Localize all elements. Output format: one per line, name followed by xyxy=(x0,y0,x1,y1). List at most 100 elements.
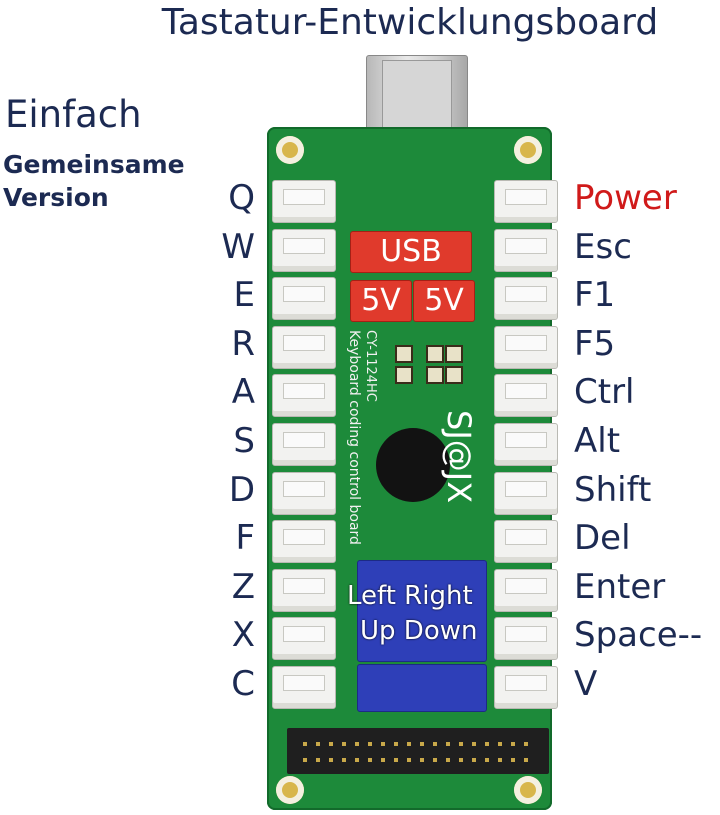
left-button-connector xyxy=(272,617,336,661)
left-button-connector xyxy=(272,374,336,418)
header-pin-icon xyxy=(524,758,528,762)
header-pin-icon xyxy=(303,742,307,746)
header-pin-icon xyxy=(524,742,528,746)
right-button-connector xyxy=(494,617,558,661)
pin-header xyxy=(287,728,549,774)
left-button-connector xyxy=(272,180,336,223)
header-pin-icon xyxy=(316,758,320,762)
right-button-connector xyxy=(494,423,558,466)
left-button-connector xyxy=(272,568,336,612)
right-key-label: Space-- xyxy=(574,615,703,656)
header-pin-icon xyxy=(459,758,463,762)
usb-connector-block: USB xyxy=(350,231,472,273)
left-key-label: Z xyxy=(231,566,255,607)
right-button-connector xyxy=(494,228,558,272)
left-key-label: F xyxy=(235,518,255,559)
header-pin-icon xyxy=(394,758,398,762)
power-label: Power xyxy=(574,178,677,218)
right-button-connector xyxy=(494,520,558,564)
smd-component-icon xyxy=(426,345,444,363)
header-pin-icon xyxy=(381,758,385,762)
left-key-label: Q xyxy=(228,178,255,218)
header-pin-icon xyxy=(342,758,346,762)
right-key-label: V xyxy=(574,664,598,704)
left-key-label: X xyxy=(231,615,255,656)
5v-connector-right: 5V xyxy=(413,280,475,322)
header-pin-icon xyxy=(433,742,437,746)
header-pin-icon xyxy=(355,758,359,762)
right-button-connector xyxy=(494,471,558,515)
left-key-label: D xyxy=(228,469,255,510)
smd-component-icon xyxy=(445,345,463,363)
header-pin-icon xyxy=(394,742,398,746)
header-pin-icon xyxy=(329,758,333,762)
right-key-label: F1 xyxy=(574,275,616,316)
right-button-connector xyxy=(494,568,558,612)
direction-connector-block xyxy=(357,560,487,662)
left-button-connector xyxy=(272,277,336,321)
controller-chip-icon xyxy=(376,428,450,502)
mount-hole-icon xyxy=(514,776,542,804)
header-pin-icon xyxy=(446,742,450,746)
mount-hole-icon xyxy=(276,136,304,164)
header-pin-icon xyxy=(472,758,476,762)
left-key-label: S xyxy=(233,421,255,461)
header-pin-icon xyxy=(368,742,372,746)
5v-connector-left: 5V xyxy=(350,280,412,322)
right-key-label: Shift xyxy=(574,469,652,510)
left-button-connector xyxy=(272,228,336,272)
board-model-text: CY-1124HC xyxy=(363,330,378,402)
header-pin-icon xyxy=(485,758,489,762)
right-key-label: Alt xyxy=(574,421,621,461)
header-pin-icon xyxy=(407,758,411,762)
left-key-label: A xyxy=(231,372,255,413)
left-button-connector xyxy=(272,471,336,515)
header-pin-icon xyxy=(381,742,385,746)
direction-header-block xyxy=(357,664,487,712)
header-pin-icon xyxy=(355,742,359,746)
header-pin-icon xyxy=(459,742,463,746)
right-key-label: F5 xyxy=(574,323,616,364)
right-key-label: Del xyxy=(574,518,631,559)
smd-component-icon xyxy=(426,366,444,384)
header-pin-icon xyxy=(329,742,333,746)
header-pin-icon xyxy=(498,758,502,762)
header-pin-icon xyxy=(303,758,307,762)
right-key-label: Enter xyxy=(574,566,666,607)
left-button-connector xyxy=(272,325,336,369)
header-pin-icon xyxy=(511,742,515,746)
header-pin-icon xyxy=(511,758,515,762)
right-button-connector xyxy=(494,180,558,223)
header-pin-icon xyxy=(433,758,437,762)
subtitle-einfach: Einfach xyxy=(5,93,142,136)
left-key-label: E xyxy=(233,275,255,316)
subtitle-line-1: Gemeinsame xyxy=(3,150,185,179)
board-silk-text: Keyboard coding control board xyxy=(346,330,362,545)
left-key-label: R xyxy=(231,323,255,364)
header-pin-icon xyxy=(498,742,502,746)
direction-label-line-1: Left Right xyxy=(347,581,473,611)
page-title: Tastatur-Entwicklungsboard xyxy=(161,2,659,43)
right-key-label: Ctrl xyxy=(574,372,635,413)
header-pin-icon xyxy=(472,742,476,746)
smd-component-icon xyxy=(445,366,463,384)
mount-hole-icon xyxy=(514,136,542,164)
left-key-label: C xyxy=(231,664,255,704)
mount-hole-icon xyxy=(276,776,304,804)
left-button-connector xyxy=(272,666,336,709)
header-pin-icon xyxy=(407,742,411,746)
left-button-connector xyxy=(272,423,336,466)
right-button-connector xyxy=(494,374,558,418)
header-pin-icon xyxy=(316,742,320,746)
right-button-connector xyxy=(494,666,558,709)
right-key-label: Esc xyxy=(574,226,632,267)
usb-port-opening xyxy=(382,60,452,132)
smd-component-icon xyxy=(395,345,413,363)
smd-component-icon xyxy=(395,366,413,384)
right-button-connector xyxy=(494,325,558,369)
subtitle-line-2: Version xyxy=(3,183,109,212)
header-pin-icon xyxy=(368,758,372,762)
left-button-connector xyxy=(272,520,336,564)
board-logo: SJ@JX xyxy=(440,410,478,504)
direction-label-line-2: Up Down xyxy=(360,616,478,646)
